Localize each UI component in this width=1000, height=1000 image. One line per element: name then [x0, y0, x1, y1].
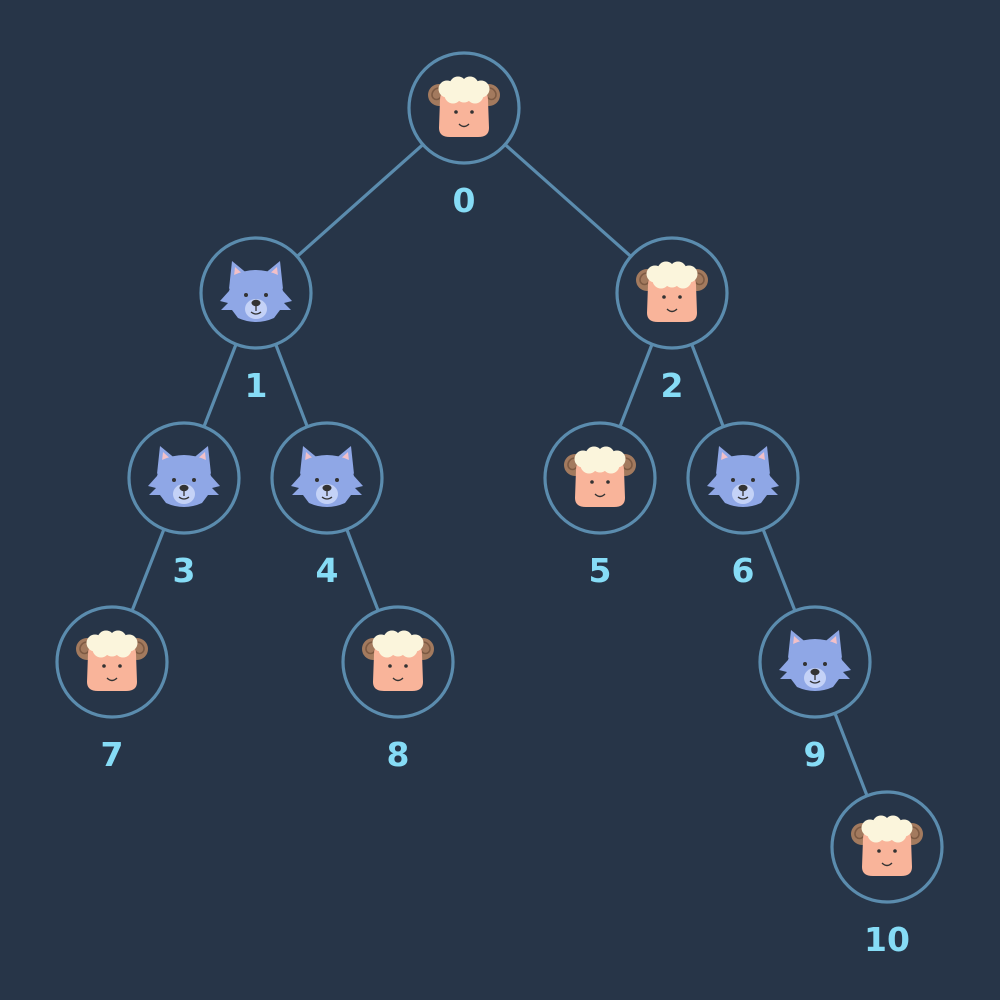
- edge-1-3: [202, 343, 238, 428]
- node-4: 4: [270, 421, 384, 590]
- nodes-layer: 0 1 2 3 4 5 6 7 8 9 10: [55, 51, 944, 959]
- node-label: 8: [387, 735, 410, 774]
- node-5: 5: [543, 421, 657, 590]
- node-label: 10: [864, 920, 910, 959]
- node-label: 5: [589, 551, 612, 590]
- node-label: 6: [732, 551, 755, 590]
- edge-0-2: [504, 143, 632, 258]
- sheep-icon: [428, 76, 500, 137]
- edge-2-6: [690, 343, 725, 428]
- node-label: 3: [173, 551, 196, 590]
- edge-9-10: [833, 712, 869, 797]
- sheep-icon: [851, 815, 923, 876]
- sheep-icon: [636, 261, 708, 322]
- node-2: 2: [615, 236, 729, 405]
- node-6: 6: [686, 421, 800, 590]
- wolf-icon: [779, 630, 851, 691]
- node-1: 1: [199, 236, 313, 405]
- sheep-icon: [76, 630, 148, 691]
- edge-1-4: [274, 343, 309, 428]
- node-7: 7: [55, 605, 169, 774]
- wolf-icon: [220, 261, 292, 322]
- node-0: 0: [407, 51, 521, 220]
- edge-3-7: [130, 528, 166, 612]
- edge-0-1: [296, 143, 424, 258]
- node-label: 7: [101, 735, 124, 774]
- node-label: 9: [804, 735, 827, 774]
- node-label: 4: [316, 551, 339, 590]
- node-label: 1: [245, 366, 268, 405]
- node-3: 3: [127, 421, 241, 590]
- wolf-icon: [291, 446, 363, 507]
- node-10: 10: [830, 790, 944, 959]
- wolf-icon: [707, 446, 779, 507]
- node-8: 8: [341, 605, 455, 774]
- edge-6-9: [761, 528, 797, 612]
- edges-layer: [130, 143, 869, 797]
- node-label: 2: [661, 366, 684, 405]
- wolf-icon: [148, 446, 220, 507]
- edge-2-5: [618, 343, 654, 428]
- node-9: 9: [758, 605, 872, 774]
- node-label: 0: [453, 181, 476, 220]
- sheep-icon: [564, 446, 636, 507]
- edge-4-8: [345, 528, 380, 612]
- sheep-icon: [362, 630, 434, 691]
